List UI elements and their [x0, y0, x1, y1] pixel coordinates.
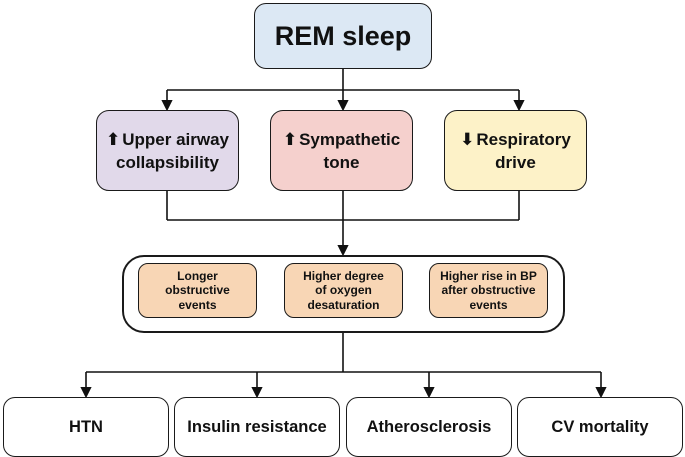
respiratory-line2: drive	[495, 152, 536, 172]
consequence-line: events	[469, 297, 508, 312]
outcome-label: Insulin resistance	[187, 417, 327, 436]
outcome-label: HTN	[69, 417, 103, 436]
insulin-resistance-node: Insulin resistance	[174, 397, 340, 457]
rem-sleep-label: REM sleep	[274, 20, 412, 51]
atherosclerosis-node: Atherosclerosis	[346, 397, 512, 457]
oxygen-desaturation-node: Higher degree of oxygen desaturation	[284, 263, 403, 318]
consequence-line: desaturation	[307, 297, 380, 312]
htn-node: HTN	[3, 397, 169, 457]
consequence-line: events	[178, 297, 217, 312]
consequence-line: Higher degree	[303, 268, 384, 283]
bp-rise-node: Higher rise in BP after obstructive even…	[429, 263, 548, 318]
respiratory-drive-node: ⬇Respiratory drive	[444, 110, 587, 191]
up-arrow-icon: ⬆	[282, 129, 298, 149]
upper-airway-line2: collapsibility	[116, 152, 219, 172]
sympathetic-line2: tone	[323, 152, 360, 172]
sympathetic-line1: Sympathetic	[299, 129, 401, 149]
rem-sleep-node: REM sleep	[254, 3, 432, 69]
up-arrow-icon: ⬆	[105, 129, 121, 149]
consequence-line: after obstructive	[441, 283, 536, 298]
sympathetic-tone-node: ⬆Sympathetic tone	[270, 110, 413, 191]
down-arrow-icon: ⬇	[460, 129, 475, 149]
upper-airway-line1: Upper airway	[122, 129, 229, 149]
cv-mortality-node: CV mortality	[517, 397, 683, 457]
respiratory-line1: Respiratory	[476, 129, 571, 149]
longer-events-node: Longer obstructive events	[138, 263, 257, 318]
consequence-line: obstructive	[165, 283, 230, 298]
consequence-line: of oxygen	[315, 283, 372, 298]
outcome-label: CV mortality	[551, 417, 649, 436]
upper-airway-node: ⬆Upper airway collapsibility	[96, 110, 239, 191]
consequence-line: Higher rise in BP	[440, 268, 537, 283]
outcome-label: Atherosclerosis	[366, 417, 492, 436]
consequence-line: Longer	[177, 268, 218, 283]
